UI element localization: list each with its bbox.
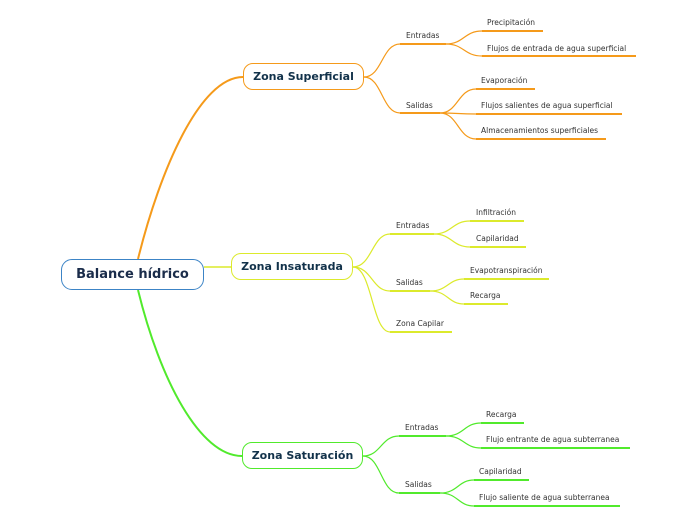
node-sup-salidas[interactable]: Salidas	[406, 101, 433, 110]
connector-sat-e2	[445, 435, 482, 449]
connector-ins-capilar	[352, 266, 391, 333]
root-node[interactable]: Balance hídrico	[61, 259, 204, 290]
node-recarga[interactable]: Recarga	[470, 291, 501, 300]
connector-root-saturacion	[137, 289, 243, 457]
connector-ins-salidas	[352, 266, 391, 292]
node-zona-superficial[interactable]: Zona Superficial	[243, 63, 364, 90]
node-precipitacion[interactable]: Precipitación	[487, 18, 536, 27]
node-evapotranspiracion[interactable]: Evapotranspiración	[470, 266, 543, 275]
connector-ins-e2	[433, 233, 471, 248]
connector-sup-e2	[445, 43, 483, 57]
node-flujos-entrada[interactable]: Flujos de entrada de agua superficial	[487, 44, 627, 53]
connector-sup-s1	[439, 88, 477, 114]
node-capilaridad-sat[interactable]: Capilaridad	[479, 467, 522, 476]
connector-sat-s1	[439, 479, 475, 494]
node-zona-capilar[interactable]: Zona Capilar	[396, 319, 444, 328]
node-ins-salidas[interactable]: Salidas	[396, 278, 423, 287]
node-flujo-entrante[interactable]: Flujo entrante de agua subterranea	[486, 435, 620, 444]
connector-ins-e1	[433, 220, 471, 235]
connector-sup-salidas	[363, 76, 401, 114]
connector-sat-s2	[439, 492, 475, 507]
node-flujo-saliente[interactable]: Flujo saliente de agua subterranea	[479, 493, 610, 502]
node-infiltracion[interactable]: Infiltración	[476, 208, 516, 217]
connector-sat-e1	[445, 422, 482, 437]
connector-root-superficial	[137, 76, 244, 260]
node-flujos-salientes[interactable]: Flujos salientes de agua superficial	[481, 101, 613, 110]
connector-sat-salidas	[362, 455, 400, 494]
node-evaporacion[interactable]: Evaporación	[481, 76, 528, 85]
node-zona-insaturada[interactable]: Zona Insaturada	[231, 253, 353, 280]
node-zona-saturacion[interactable]: Zona Saturación	[242, 442, 363, 469]
node-ins-entradas[interactable]: Entradas	[396, 221, 430, 230]
node-recarga-sat[interactable]: Recarga	[486, 410, 517, 419]
connector-sup-s3	[439, 112, 477, 140]
connector-sup-entradas	[363, 43, 401, 78]
node-capilaridad[interactable]: Capilaridad	[476, 234, 519, 243]
node-sup-entradas[interactable]: Entradas	[406, 31, 440, 40]
node-sat-salidas[interactable]: Salidas	[405, 480, 432, 489]
connector-ins-s1	[429, 278, 465, 292]
node-almacenamientos[interactable]: Almacenamientos superficiales	[481, 126, 599, 135]
connector-sup-e1	[445, 30, 483, 45]
connector-ins-s2	[429, 290, 465, 305]
node-sat-entradas[interactable]: Entradas	[405, 423, 439, 432]
connector-sat-entradas	[362, 435, 400, 457]
connector-ins-entradas	[352, 233, 391, 268]
